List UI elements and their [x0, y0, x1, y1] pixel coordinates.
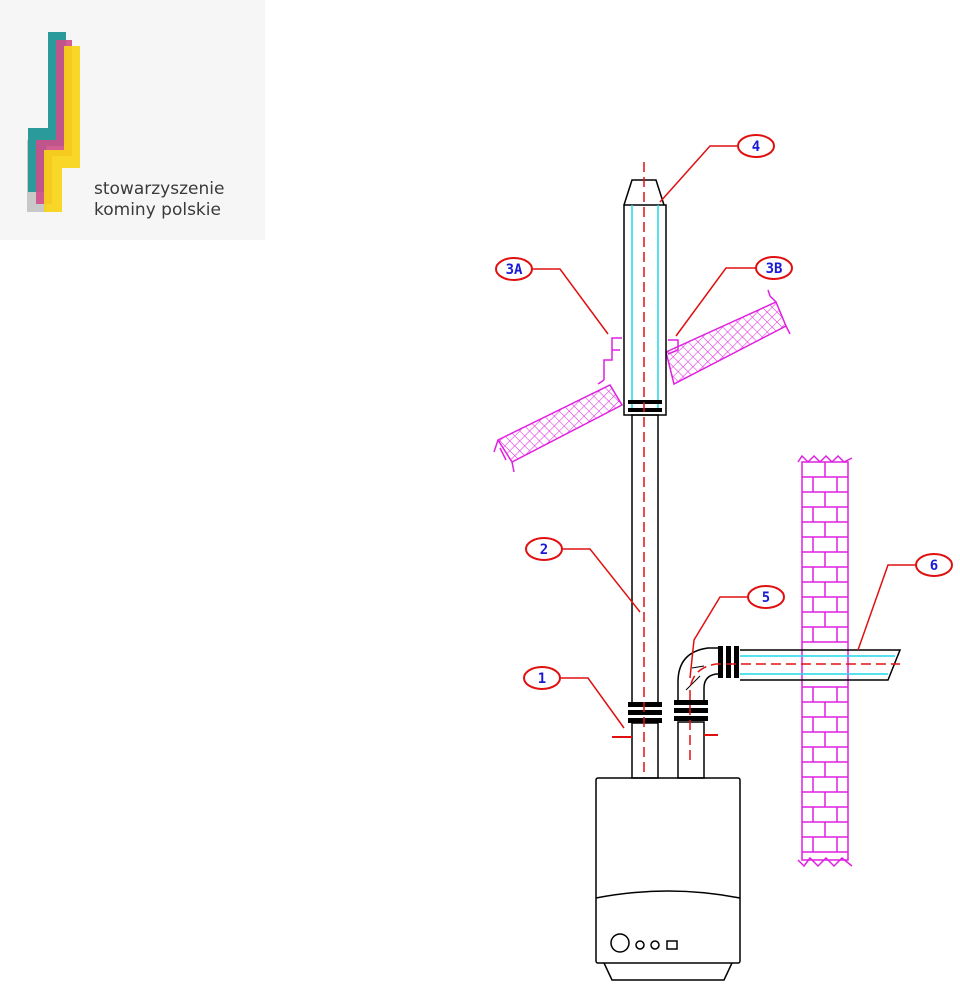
roof-right-edge — [767, 289, 791, 335]
flashing-3a — [597, 337, 622, 385]
logo-text-line1: stowarzyszenie — [94, 179, 224, 199]
elbow-ring-1 — [674, 700, 708, 705]
adaptor-ring-1 — [628, 702, 662, 707]
horizontal-pipe — [740, 649, 902, 681]
callout-3a-label: 3A — [506, 262, 523, 278]
callout-4: 4 — [659, 134, 775, 203]
boiler-panel-line — [595, 890, 741, 899]
callout-4-bubble — [737, 134, 775, 158]
vertical-flue — [612, 162, 667, 779]
callout-6-label: 6 — [930, 558, 938, 574]
adaptor-ring-2 — [628, 710, 662, 715]
callout-1-label: 1 — [538, 671, 546, 687]
boiler-display — [666, 940, 678, 950]
callout-1: 1 — [523, 666, 625, 729]
wall-bricks — [802, 462, 848, 853]
elbow-90 — [677, 647, 720, 700]
boiler-button-2 — [650, 940, 660, 950]
callout-3a-bubble — [495, 257, 533, 281]
callout-4-leader — [659, 145, 738, 203]
extension-pipe — [631, 414, 659, 706]
pipe-ring-3 — [734, 646, 739, 678]
roof-left-section — [496, 384, 624, 463]
roof-left-edge — [493, 439, 515, 473]
callout-3b-bubble — [755, 256, 793, 280]
callout-3b-label: 3B — [766, 261, 783, 277]
wall-break-bottom — [797, 856, 853, 868]
callout-1-bubble — [523, 666, 561, 690]
callout-2: 2 — [525, 537, 641, 613]
pipe-ring-1 — [718, 646, 723, 678]
boiler-button-1 — [635, 940, 645, 950]
association-logo: stowarzyszenie kominy polskie — [0, 0, 265, 240]
callout-1-leader — [560, 677, 625, 729]
callout-3a-leader — [532, 268, 609, 335]
callout-6: 6 — [857, 553, 953, 651]
logo-text-line2: kominy polskie — [94, 200, 221, 220]
boiler-main-knob — [610, 933, 630, 953]
horizontal-centerline — [689, 663, 900, 760]
callout-3b: 3B — [675, 256, 793, 337]
logo-yellow-shape — [44, 46, 80, 212]
callout-2-bubble — [525, 537, 563, 561]
terminal-ring-2 — [628, 408, 662, 412]
wall-break-top — [797, 454, 853, 464]
callout-5: 5 — [689, 585, 785, 679]
callouts: 4 3A 3B 2 5 6 — [495, 134, 953, 729]
terminal-body — [623, 204, 667, 416]
callout-3b-leader — [675, 267, 756, 337]
adaptor-ring-3 — [628, 718, 662, 723]
pipe-ring-2 — [726, 646, 731, 678]
callout-5-leader — [689, 596, 748, 679]
boiler-outlet-right — [677, 721, 705, 779]
brick-wall — [797, 454, 853, 868]
elbow-ring-3 — [674, 716, 708, 721]
callout-6-leader — [857, 564, 916, 651]
callout-5-bubble — [747, 585, 785, 609]
horizontal-flue — [674, 646, 902, 779]
boiler-body — [595, 777, 741, 964]
boiler-base — [603, 962, 733, 981]
boiler-outlet-left — [631, 722, 659, 779]
elbow-ring-2 — [674, 708, 708, 713]
roof-right-section — [665, 300, 787, 386]
callout-2-label: 2 — [540, 542, 548, 558]
flashing-3b — [667, 339, 679, 355]
callout-2-leader — [562, 548, 641, 613]
callout-4-label: 4 — [752, 139, 760, 155]
callout-5-label: 5 — [762, 590, 770, 606]
boiler — [595, 777, 741, 981]
callout-3a: 3A — [495, 257, 609, 335]
roof-slope — [493, 289, 791, 473]
elbow-segments — [685, 665, 705, 691]
callout-6-bubble — [915, 553, 953, 577]
terminal-ring-1 — [628, 400, 662, 404]
